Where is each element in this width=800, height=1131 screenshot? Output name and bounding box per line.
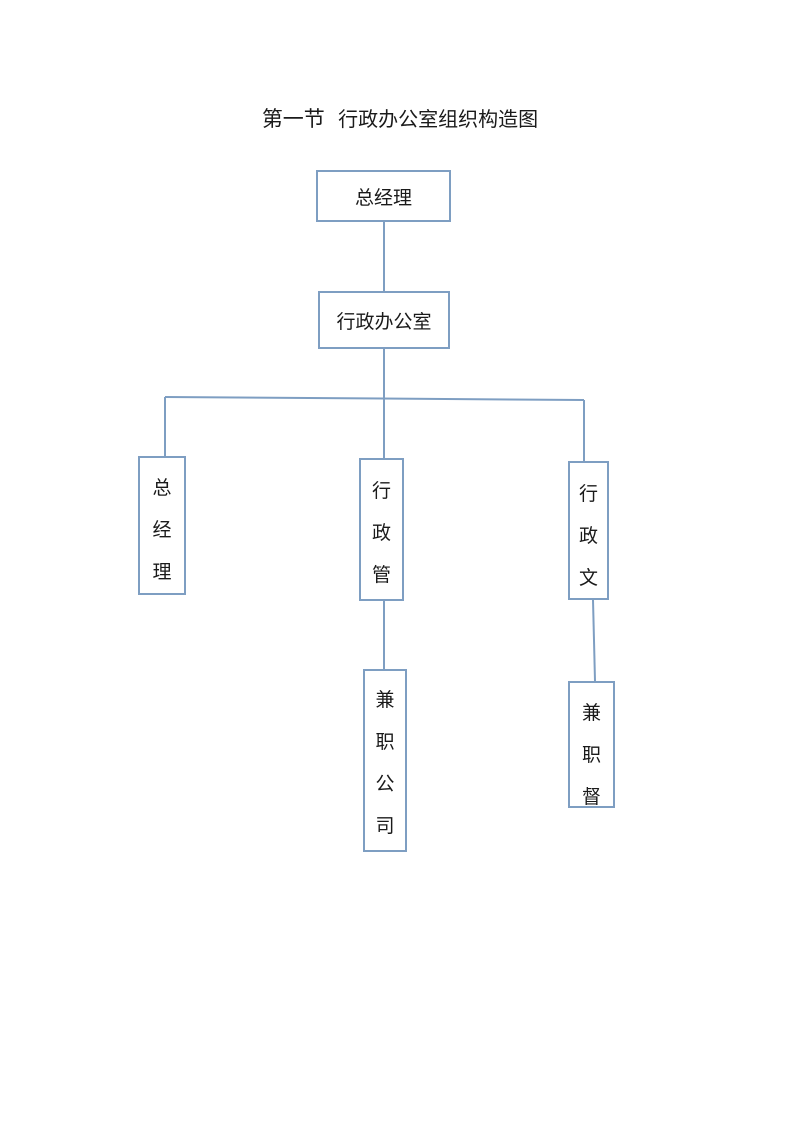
node-middle-child-char: 司 <box>375 815 395 837</box>
node-right-char: 行 <box>578 483 598 505</box>
node-middle-char: 行 <box>371 480 391 502</box>
node-right-child-char: 兼 <box>581 702 601 724</box>
node-middle-child-char: 职 <box>375 731 395 753</box>
connector-right-to-child <box>592 599 596 682</box>
node-left-char: 经 <box>152 519 172 541</box>
node-right-char: 政 <box>578 525 598 547</box>
chart-title: 行政办公室组织构造图 <box>338 107 539 131</box>
node-part-time-company: 兼 职 公 司 <box>363 669 407 852</box>
section-label: 第一节 <box>261 107 325 131</box>
node-general-manager: 总经理 <box>316 170 451 222</box>
node-general-manager-label: 总经理 <box>354 186 412 209</box>
node-admin-office-label: 行政办公室 <box>336 310 432 333</box>
node-right-child-char: 督 <box>581 786 601 808</box>
node-right-char: 文 <box>578 567 598 589</box>
node-middle-char: 政 <box>371 522 391 544</box>
node-left-general-manager: 总 经 理 <box>138 456 186 595</box>
node-admin-office: 行政办公室 <box>318 291 450 349</box>
node-middle-char: 管 <box>371 564 391 586</box>
node-admin-documents: 行 政 文 <box>568 461 609 600</box>
node-middle-child-char: 兼 <box>375 689 395 711</box>
node-left-char: 总 <box>152 477 172 499</box>
node-admin-management: 行 政 管 <box>359 458 404 601</box>
connector-horizontal-branch <box>164 396 585 401</box>
node-middle-child-char: 公 <box>375 773 395 795</box>
node-left-char: 理 <box>152 561 172 583</box>
node-right-child-char: 职 <box>581 744 601 766</box>
node-part-time-supervisor: 兼 职 督 <box>568 681 615 808</box>
page-title: 第一节 行政办公室组织构造图 <box>0 103 800 133</box>
